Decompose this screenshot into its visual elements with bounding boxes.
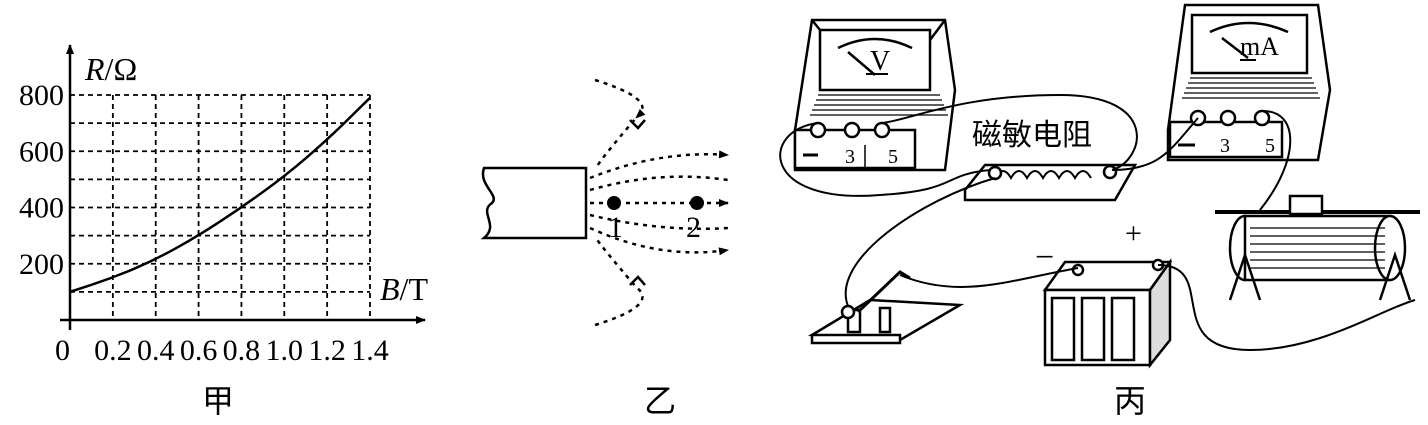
x-tick-label: 0.2 [94, 334, 132, 367]
voltmeter-label: V [870, 46, 890, 77]
x-tick-label: 1.2 [308, 334, 346, 367]
knife-switch [807, 270, 965, 345]
milliammeter: mA 3 5 [1166, 3, 1332, 162]
x-tick-label: 1.0 [266, 334, 304, 367]
x-tick-label: 0.6 [180, 334, 218, 367]
y-tick-label: 800 [19, 79, 64, 112]
y-tick-label: 600 [19, 135, 64, 168]
y-tick-labels: 200 400 600 800 [19, 79, 64, 281]
milliammeter-terminal-3: 3 [1220, 135, 1230, 157]
voltmeter: V 3 5 [793, 18, 957, 172]
chart-grid [70, 94, 371, 320]
experiment-circuit: V 3 5 mA 3 5 磁敏电阻 [779, 3, 1420, 369]
battery-plus-label: + [1125, 217, 1142, 250]
y-tick-label: 200 [19, 248, 64, 281]
milliammeter-terminal-5: 5 [1265, 135, 1275, 157]
battery: + − [1035, 217, 1173, 369]
point-2-label: 2 [686, 211, 701, 244]
y-axis-label: R/Ω [84, 51, 137, 87]
magnet-pole [480, 166, 588, 240]
magnetic-field-diagram: 1 2 [480, 78, 729, 327]
wires [779, 93, 1416, 352]
voltmeter-terminal-3: 3 [845, 146, 855, 168]
resistance-curve [69, 96, 371, 294]
magnetoresistor: 磁敏电阻 [963, 118, 1138, 202]
y-tick-label: 400 [19, 192, 64, 225]
x-axis-label: B/T [380, 271, 428, 307]
voltmeter-terminal-5: 5 [888, 146, 898, 168]
panel-label-yi: 乙 [644, 382, 676, 420]
x-tick-label: 1.4 [351, 334, 389, 367]
milliammeter-label: mA [1240, 32, 1279, 61]
x-tick-label: 0.8 [223, 334, 261, 367]
x-tick-label: 0 [55, 334, 70, 367]
battery-minus-label: − [1035, 239, 1054, 276]
x-tick-label: 0.4 [137, 334, 175, 367]
rheostat [1215, 194, 1420, 301]
point-2-dot [690, 196, 704, 210]
panel-label-bing: 丙 [1114, 382, 1146, 420]
magnetoresistor-label: 磁敏电阻 [972, 118, 1092, 153]
field-lines [589, 78, 729, 327]
point-1-dot [607, 196, 621, 210]
point-1-label: 1 [608, 211, 623, 244]
panel-label-jia: 甲 [202, 382, 234, 420]
